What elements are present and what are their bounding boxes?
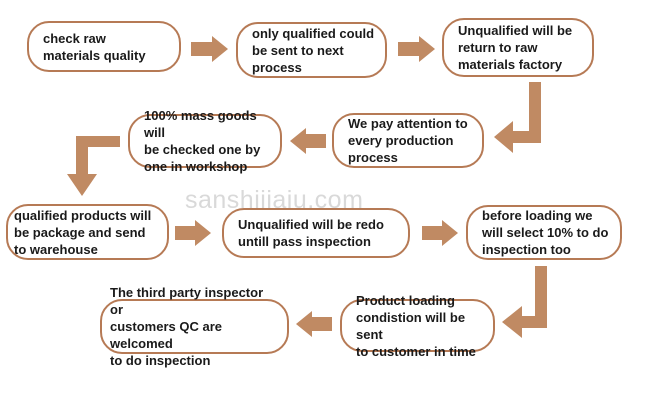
step-select-ten-percent: before loading we will select 10% to do … (466, 205, 622, 260)
arrow-right-icon (191, 36, 228, 62)
step-label: Product loading condistion will be sent … (356, 292, 476, 359)
step-label: We pay attention to every production pro… (348, 116, 468, 165)
step-label: Unqualified will be return to raw materi… (458, 23, 573, 72)
step-check-raw-materials: check raw materials quality (27, 21, 181, 72)
elbow-arrow-down-left-icon (494, 82, 541, 153)
step-label: before loading we will select 10% to do … (482, 208, 609, 257)
elbow-arrow-down-left-icon (502, 266, 547, 338)
step-label: check raw materials quality (43, 30, 146, 63)
step-label: only qualified could be sent to next pro… (252, 25, 375, 75)
step-label: 100% mass goods will be checked one by o… (144, 108, 261, 174)
step-label: The third party inspector or customers Q… (110, 285, 264, 368)
step-only-qualified-sent: only qualified could be sent to next pro… (236, 22, 387, 78)
arrow-right-icon (422, 220, 458, 246)
step-label: qualified products will be package and s… (14, 207, 152, 257)
elbow-arrow-left-down-icon (67, 136, 120, 196)
step-redo-inspection: Unqualified will be redo untill pass ins… (222, 208, 410, 258)
step-label: Unqualified will be redo untill pass ins… (238, 217, 384, 249)
step-package-warehouse: qualified products will be package and s… (6, 204, 169, 260)
arrow-right-icon (175, 220, 211, 246)
arrow-right-icon (398, 36, 435, 62)
arrow-left-icon (290, 128, 326, 154)
step-loading-condition: Product loading condistion will be sent … (340, 293, 495, 359)
arrow-left-icon (296, 311, 332, 337)
step-third-party-inspection: The third party inspector or customers Q… (100, 285, 289, 368)
step-mass-goods-checked: 100% mass goods will be checked one by o… (128, 108, 282, 174)
step-unqualified-return: Unqualified will be return to raw materi… (442, 18, 594, 77)
step-attention-production: We pay attention to every production pro… (332, 113, 484, 168)
